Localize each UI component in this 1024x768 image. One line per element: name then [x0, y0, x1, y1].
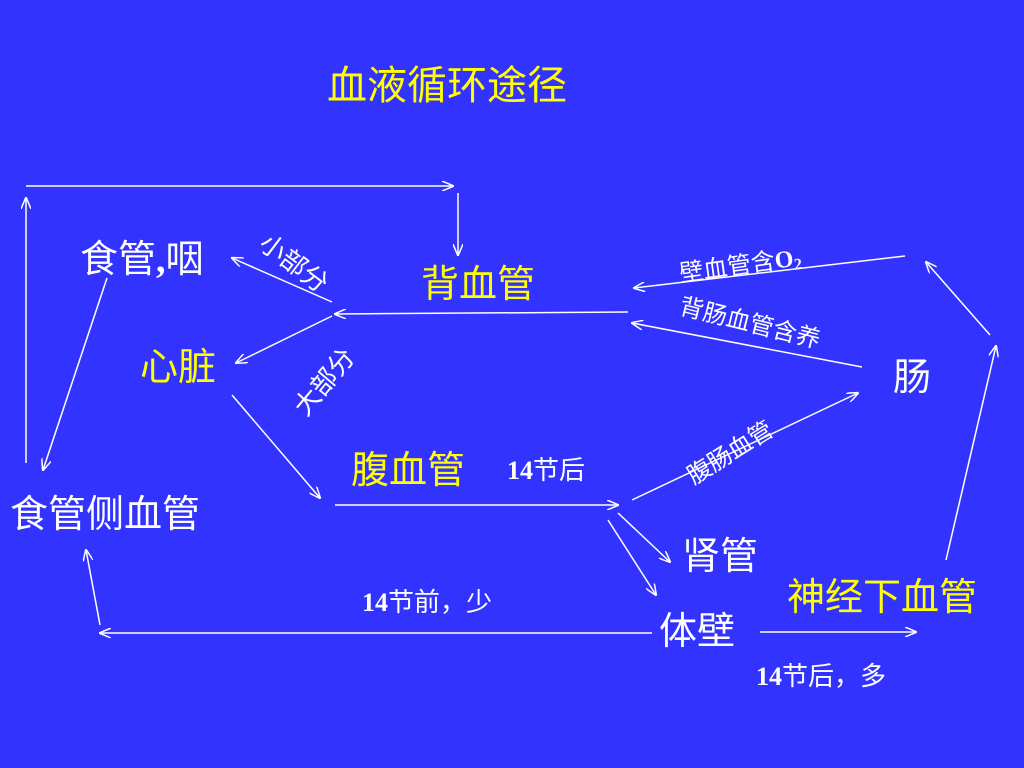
page-title: 血液循环途径: [327, 63, 567, 109]
arrow-wall-vessel: [634, 255, 906, 288]
arrow-subneural-up: [945, 346, 996, 561]
arrow-to-body-wall: [607, 519, 656, 595]
node-esophagus-pharynx: 食管,咽: [80, 240, 204, 279]
arrow-dorsal-intestinal: [632, 323, 863, 368]
node-heart: 心脏: [140, 345, 217, 389]
label-after-14-num: 14: [756, 662, 782, 691]
node-dorsal-vessel: 背血管: [421, 262, 536, 306]
arrow-esophagus-to-lateral: [43, 277, 108, 470]
node-comma: ,: [156, 239, 166, 281]
node-body-wall: 体壁: [659, 609, 736, 653]
label-before-14: 14节前，少: [362, 588, 493, 618]
arrow-intestine-dorsal: [335, 312, 629, 314]
label-ventral-after-14-num: 14: [507, 456, 533, 485]
node-esophagus-text: 食管: [80, 237, 157, 281]
label-after-14: 14节后，多: [756, 662, 887, 692]
label-after-14-text: 节后，多: [782, 662, 887, 692]
arrow-to-wall: [926, 262, 991, 336]
arrow-to-heart: [236, 315, 333, 363]
node-lateral-esophageal-vessel: 食管侧血管: [10, 492, 201, 536]
arrow-up-to-lateral: [86, 550, 101, 626]
label-before-14-num: 14: [362, 588, 388, 617]
label-ventral-after-14: 14节后: [507, 456, 586, 486]
arrow-to-nephridia: [617, 512, 670, 562]
label-o2-symbol: O: [773, 246, 796, 275]
node-ventral-vessel: 腹血管: [351, 448, 466, 492]
node-subneural-vessel: 神经下血管: [787, 575, 978, 619]
node-intestine: 肠: [893, 355, 932, 399]
node-nephridia: 肾管: [682, 534, 759, 578]
arrow-heart-to-ventral: [231, 394, 320, 498]
arrow-to-esophagus: [232, 258, 333, 303]
label-ventral-after-14-text: 节后: [533, 456, 586, 486]
arrow-to-intestine: [631, 393, 858, 501]
label-before-14-text: 节前，少: [388, 588, 493, 618]
node-pharynx-text: 咽: [165, 237, 204, 281]
